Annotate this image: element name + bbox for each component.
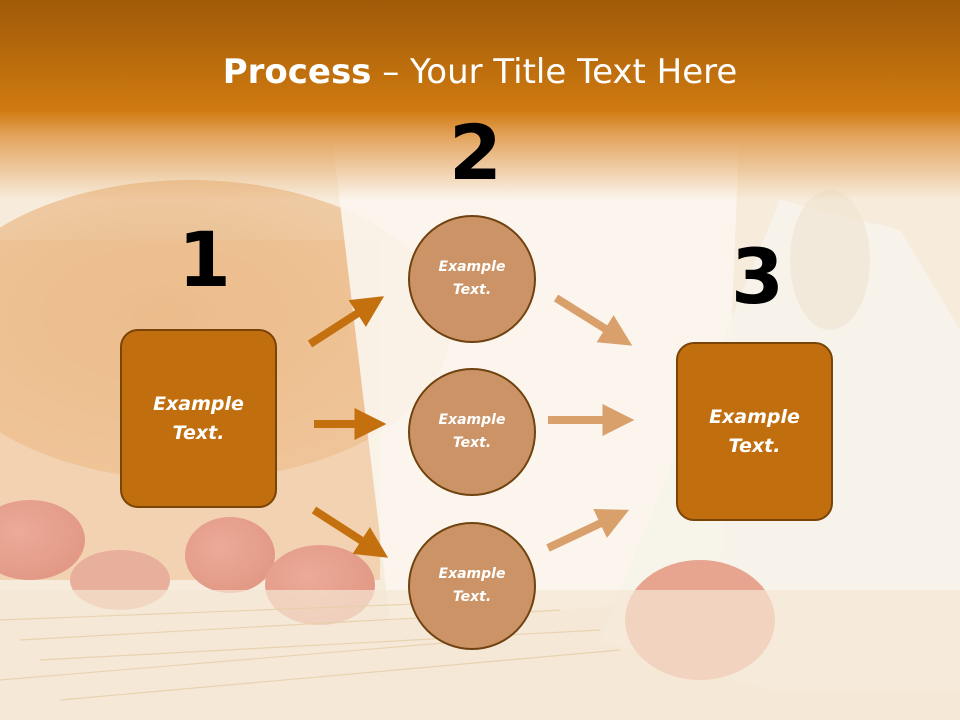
- page-title: Process – Your Title Text Here: [0, 52, 960, 92]
- title-banner: [0, 0, 960, 200]
- arrow-1-to-top: [307, 296, 385, 348]
- step-1-label: Example Text.: [153, 392, 244, 444]
- circle-middle: Example Text.: [408, 368, 536, 496]
- circle-top: Example Text.: [408, 215, 536, 343]
- circle-top-label: Example Text.: [438, 259, 506, 298]
- arrow-1-to-bottom: [311, 506, 389, 558]
- step-number-3: 3: [731, 232, 784, 321]
- arrow-bottom-to-3: [546, 509, 630, 552]
- step-number-2: 2: [449, 108, 502, 197]
- title-bold: Process: [222, 52, 372, 92]
- step-number-1: 1: [178, 215, 231, 304]
- step-3-label: Example Text.: [709, 405, 800, 457]
- title-rest: – Your Title Text Here: [371, 52, 738, 92]
- circle-bottom: Example Text.: [408, 522, 536, 650]
- step-1-box: Example Text.: [120, 329, 277, 508]
- circle-middle-label: Example Text.: [438, 412, 506, 451]
- circle-bottom-label: Example Text.: [438, 566, 506, 605]
- step-3-box: Example Text.: [676, 342, 833, 521]
- arrow-top-to-3: [553, 294, 633, 346]
